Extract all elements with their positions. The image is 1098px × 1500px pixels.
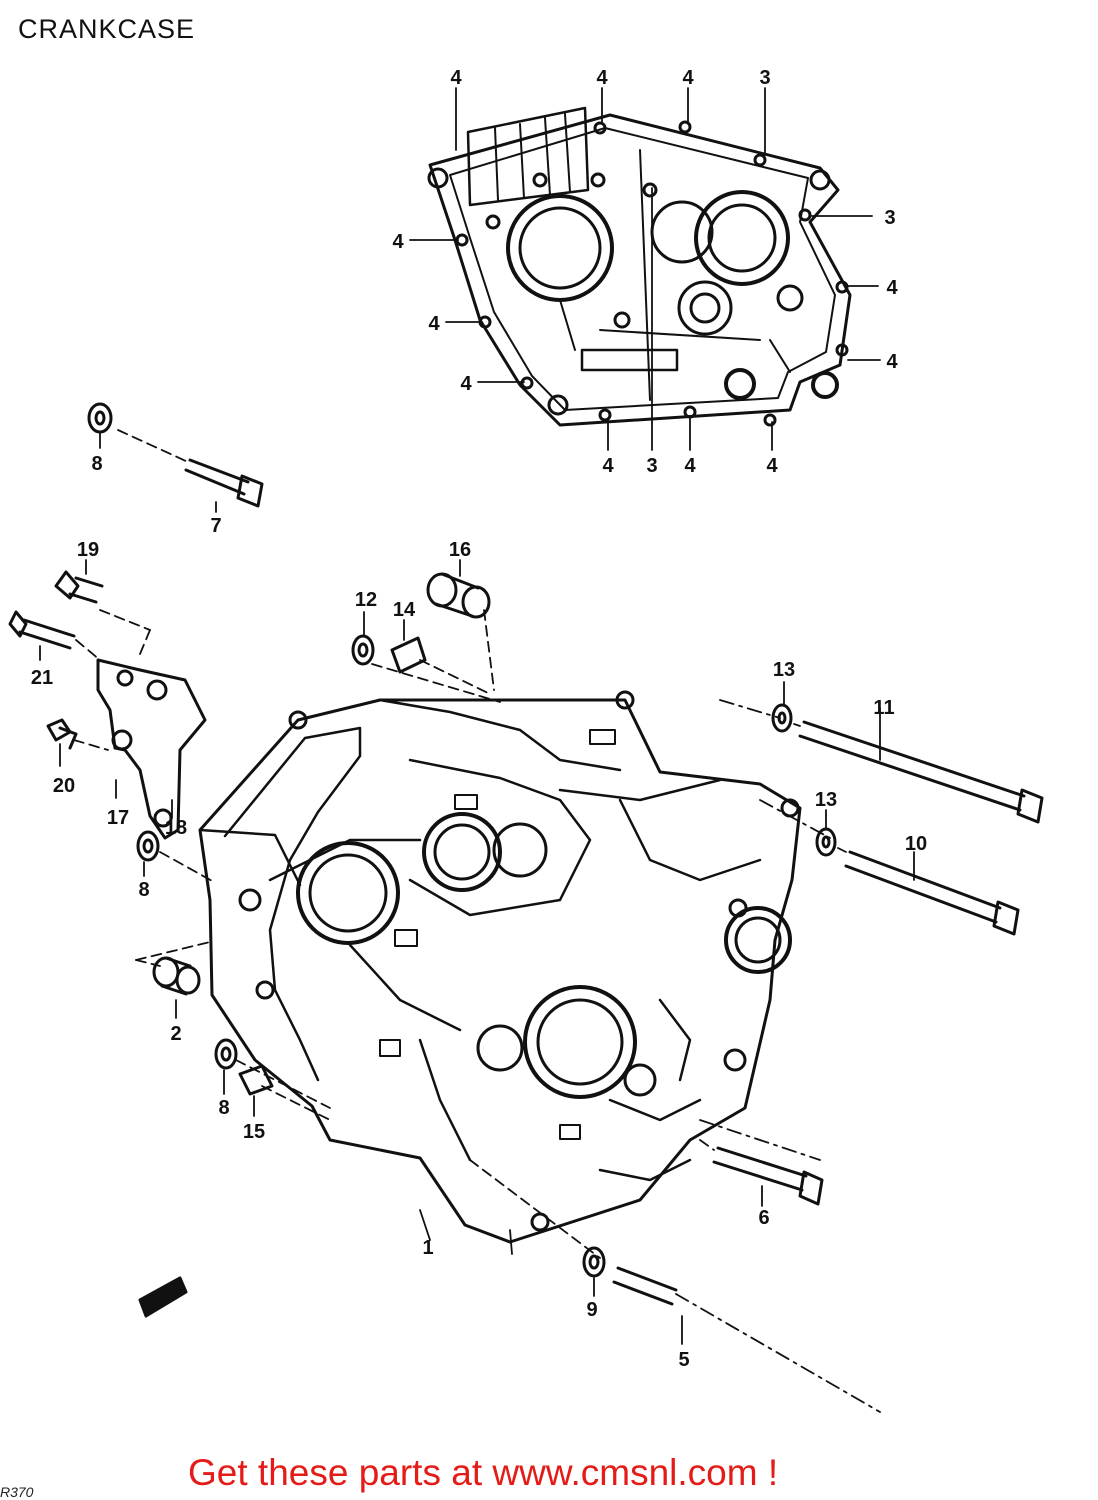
callout-4: 4 [682,67,694,89]
callout-9: 9 [586,1299,597,1321]
callout-3: 3 [646,455,657,477]
bolt-7 [184,458,264,508]
callout-8: 8 [138,879,149,901]
callout-4: 4 [886,277,898,299]
washer-9 [582,1246,606,1278]
bolt-19 [54,570,104,604]
bolt-10 [844,850,1020,936]
washer-13-mid [815,827,837,857]
callout-4: 4 [886,351,898,373]
callout-3: 3 [759,67,770,89]
callout-7: 7 [210,515,221,537]
leader-lines [39,87,915,1413]
callout-4: 4 [602,455,614,477]
washer-8-mid [136,830,160,862]
front-arrow-icon [138,1276,188,1318]
callout-11: 11 [873,697,894,719]
callout-17: 17 [107,807,129,829]
bolt-6 [712,1146,824,1206]
callout-10: 10 [905,833,927,855]
callout-13: 13 [815,789,837,811]
stud-5 [612,1266,678,1306]
washer-8-low [214,1038,238,1070]
washer-13-top [771,703,793,733]
bolt-11 [798,720,1044,824]
callout-4: 4 [428,313,440,335]
diagram-title: CRANKCASE [18,14,196,44]
crankcase-half-iso-view [198,690,802,1244]
callout-1: 1 [422,1237,433,1259]
callout-4: 4 [766,455,778,477]
callout-4: 4 [460,373,472,395]
callout-20: 20 [53,775,75,797]
callout-5: 5 [678,1349,689,1371]
callout-16: 16 [449,539,471,561]
callout-3: 3 [884,207,895,229]
page-code: R370 [0,1484,34,1500]
callout-15: 15 [243,1121,265,1143]
callout-8: 8 [91,453,102,475]
callout-18: 18 [165,817,187,839]
callout-19: 19 [77,539,99,561]
dowel-14 [390,636,427,674]
callout-labels: 4 4 4 3 3 4 4 4 4 4 4 3 4 4 8 7 19 16 21… [31,67,927,1371]
callout-12: 12 [355,589,377,611]
crankcase-half-top-view [427,106,852,427]
dowel-16 [426,572,491,619]
callout-14: 14 [393,599,416,621]
callout-13: 13 [773,659,795,681]
callout-4: 4 [392,231,404,253]
bracket-17-18 [96,658,207,840]
callout-21: 21 [31,667,53,689]
washer-12 [351,634,375,666]
callout-4: 4 [684,455,696,477]
callout-6: 6 [758,1207,769,1229]
callout-2: 2 [170,1023,181,1045]
washer-8-top [87,402,113,434]
dowel-2 [152,956,201,996]
bolt-20 [46,718,78,750]
callout-4: 4 [596,67,608,89]
callout-4: 4 [450,67,462,89]
callout-8: 8 [218,1097,229,1119]
bolt-21 [8,610,76,650]
footer-link[interactable]: Get these parts at www.cmsnl.com ! [188,1452,779,1493]
